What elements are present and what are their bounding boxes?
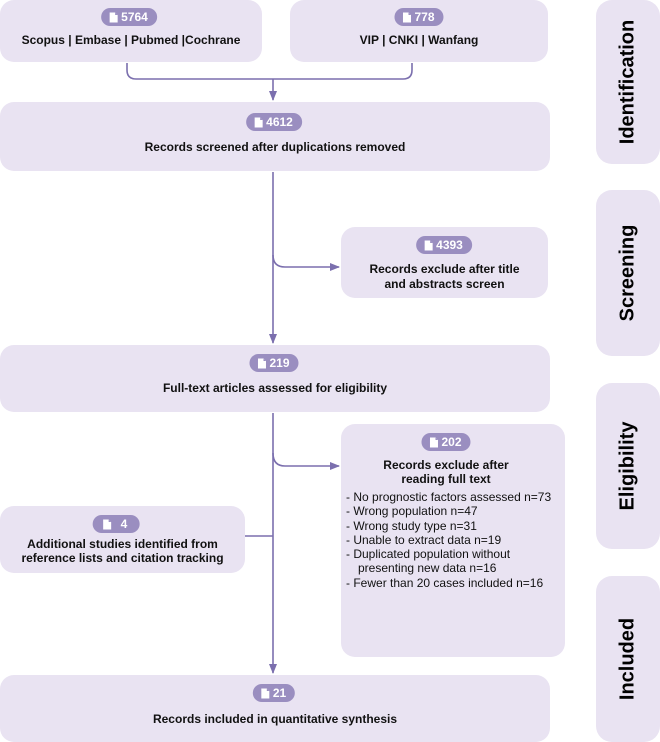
arrow-to-excluded-title [272,254,340,271]
additional-label-2: reference lists and citation tracking [21,551,224,565]
document-icon [109,12,118,22]
count-value: 4393 [436,238,463,252]
fulltext-box: 219 Full-text articles assessed for elig… [0,345,550,412]
stage-identification-label: Identification [616,19,639,145]
additional-studies-box: 4 Additional studies identified from ref… [0,506,245,573]
exclusion-reason: Unable to extract data n=19 [346,533,559,547]
source-databases-box: 5764 Scopus | Embase | Pubmed |Cochrane [0,0,262,62]
exclusion-reason: No prognostic factors assessed n=73 [346,490,559,504]
stage-identification: Identification [596,0,660,164]
exclusion-reason: Wrong study type n=31 [346,519,559,533]
included-label: Records included in quantitative synthes… [152,712,398,726]
excluded-title-label-2: and abstracts screen [384,277,505,291]
count-badge: 202 [421,433,471,451]
count-badge: 4612 [246,113,302,131]
count-value: 778 [414,10,435,24]
document-icon [254,117,263,127]
screened-label: Records screened after duplications remo… [144,140,406,154]
document-icon [257,358,266,368]
document-icon [402,12,411,22]
excluded-fulltext-label-2: reading full text [401,472,491,486]
source-chinese-box: 778 VIP | CNKI | Wanfang [290,0,548,62]
stage-eligibility: Eligibility [596,383,660,549]
document-icon [103,519,112,529]
document-icon [429,437,438,447]
count-value: 4612 [266,115,293,129]
included-box: 21 Records included in quantitative synt… [0,675,550,742]
stage-screening-label: Screening [616,224,639,322]
count-value: 5764 [121,10,148,24]
document-icon [424,240,433,250]
count-badge: 778 [394,8,444,26]
count-value: 21 [272,686,287,700]
excluded-fulltext-box: 202 Records exclude after reading full t… [341,424,565,657]
stage-screening: Screening [596,190,660,356]
count-badge: 4393 [416,236,472,254]
source-chinese-label: VIP | CNKI | Wanfang [359,33,479,47]
stage-included: Included [596,576,660,742]
connector-sources-merge [126,63,413,80]
screened-box: 4612 Records screened after duplications… [0,102,550,171]
exclusion-reason: Wrong population n=47 [346,504,559,518]
count-value: 219 [269,356,290,370]
count-value: 202 [441,435,462,449]
excluded-fulltext-label-1: Records exclude after [383,458,509,472]
count-badge: 4 [92,515,140,533]
exclusion-reason: Duplicated population without presenting… [346,547,559,576]
count-badge: 5764 [101,8,157,26]
stage-included-label: Included [616,617,639,701]
fulltext-label: Full-text articles assessed for eligibil… [162,381,388,395]
count-badge: 21 [252,684,296,702]
additional-label-1: Additional studies identified from [27,537,218,551]
count-badge: 219 [249,354,299,372]
excluded-title-label-1: Records exclude after title [369,262,520,276]
exclusion-reason: Fewer than 20 cases included n=16 [346,576,559,590]
document-icon [261,688,270,698]
arrow-to-excluded-fulltext [272,452,340,470]
source-databases-label: Scopus | Embase | Pubmed |Cochrane [21,33,241,47]
exclusion-reasons-list: No prognostic factors assessed n=73 Wron… [346,490,559,590]
excluded-title-box: 4393 Records exclude after title and abs… [341,227,548,298]
stage-eligibility-label: Eligibility [616,421,639,511]
count-value: 4 [120,517,128,531]
